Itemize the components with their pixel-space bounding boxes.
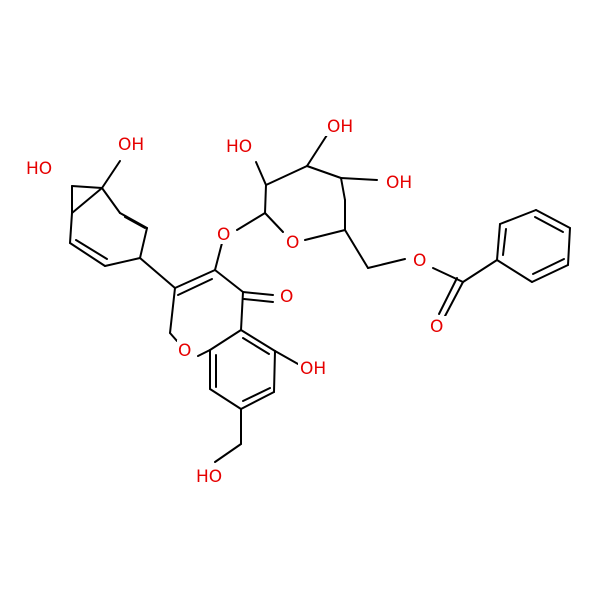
chromone-core <box>139 242 299 463</box>
hydroxyl-label-sugar-2: HO <box>226 137 252 157</box>
sugar-ring <box>236 134 406 269</box>
hydroxyl-label-position-5: OH <box>300 359 326 379</box>
hydroxyl-label-catechol-3: OH <box>118 135 144 155</box>
atom-labels: OH HO HO OH OH O O O O O O OH HO <box>24 116 447 487</box>
oxygen-label-ester: O <box>413 251 426 271</box>
catechol-ring <box>69 160 148 267</box>
hydroxyl-label-sugar-4: OH <box>386 173 412 193</box>
oxygen-label-glycosidic: O <box>217 225 230 245</box>
oxygen-label-ester-carbonyl: O <box>430 317 443 337</box>
oxygen-label-chromone-ring: O <box>178 341 191 361</box>
oxygen-label-ketone: O <box>280 287 293 307</box>
hydroxyl-label-catechol-4: HO <box>26 159 52 179</box>
hydroxyl-label-sugar-3: OH <box>327 117 353 137</box>
hydroxyl-label-position-7: HO <box>196 467 222 487</box>
oxygen-label-sugar-ring: O <box>286 233 299 253</box>
benzoate-group <box>432 209 571 319</box>
